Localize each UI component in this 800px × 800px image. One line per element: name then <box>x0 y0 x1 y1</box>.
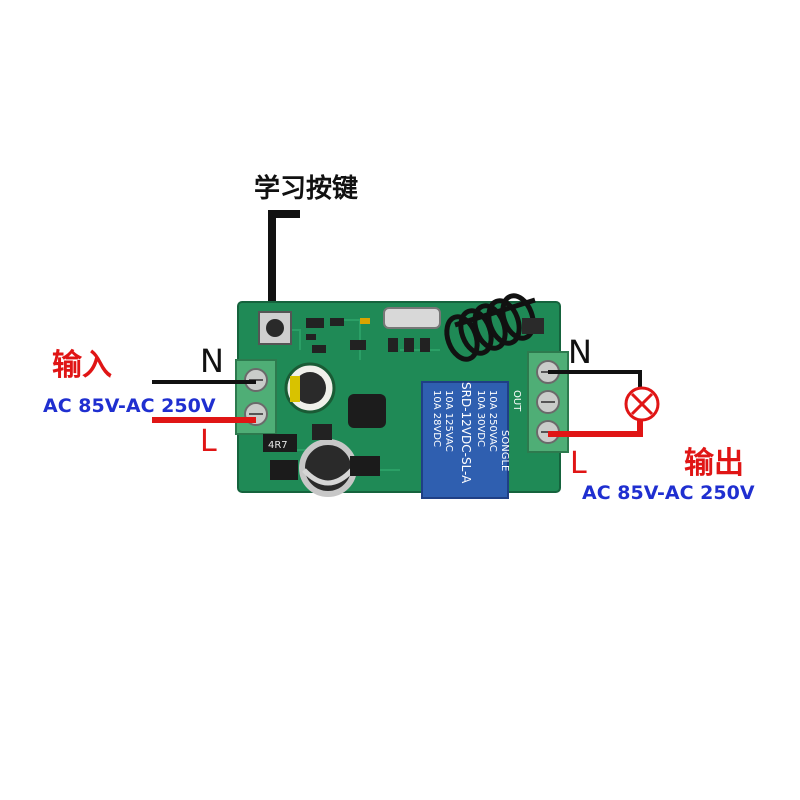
antenna-coil <box>444 293 536 362</box>
relay <box>421 381 509 499</box>
input-live-label: L <box>200 424 217 459</box>
relay-model: SRD-12VDC-SL-A <box>459 382 473 484</box>
relay-brand: SONGLE <box>499 430 510 471</box>
input-neutral-label: N <box>200 342 224 380</box>
relay-rating-ac: 10A 250VAC <box>487 390 498 452</box>
output-live-wire <box>548 420 643 437</box>
input-title: 输入 <box>52 348 112 383</box>
output-title: 输出 <box>684 446 744 481</box>
relay-rating-dc: 10A 30VDC <box>475 390 486 447</box>
inductor-marking: 4R7 <box>268 440 288 451</box>
output-neutral-label: N <box>568 333 592 371</box>
lamp-icon <box>624 386 660 422</box>
inductor-chip <box>263 434 297 452</box>
rf-crystal <box>383 307 441 329</box>
capacitor-bottom <box>299 439 357 497</box>
output-live-label: L <box>570 446 587 481</box>
output-voltage: AC 85V-AC 250V <box>582 482 755 504</box>
learn-button-label: 学习按键 <box>254 174 359 204</box>
relay-rating-dc2: 10A 28VDC <box>431 390 442 447</box>
inductor <box>348 394 386 428</box>
ic-chip <box>270 460 298 480</box>
output-neutral-wire <box>548 370 642 388</box>
relay-rating-ac2: 10A 125VAC <box>443 390 454 452</box>
input-voltage: AC 85V-AC 250V <box>43 395 216 417</box>
board-out-label: OUT <box>511 390 522 412</box>
learn-pointer-line <box>268 210 300 304</box>
